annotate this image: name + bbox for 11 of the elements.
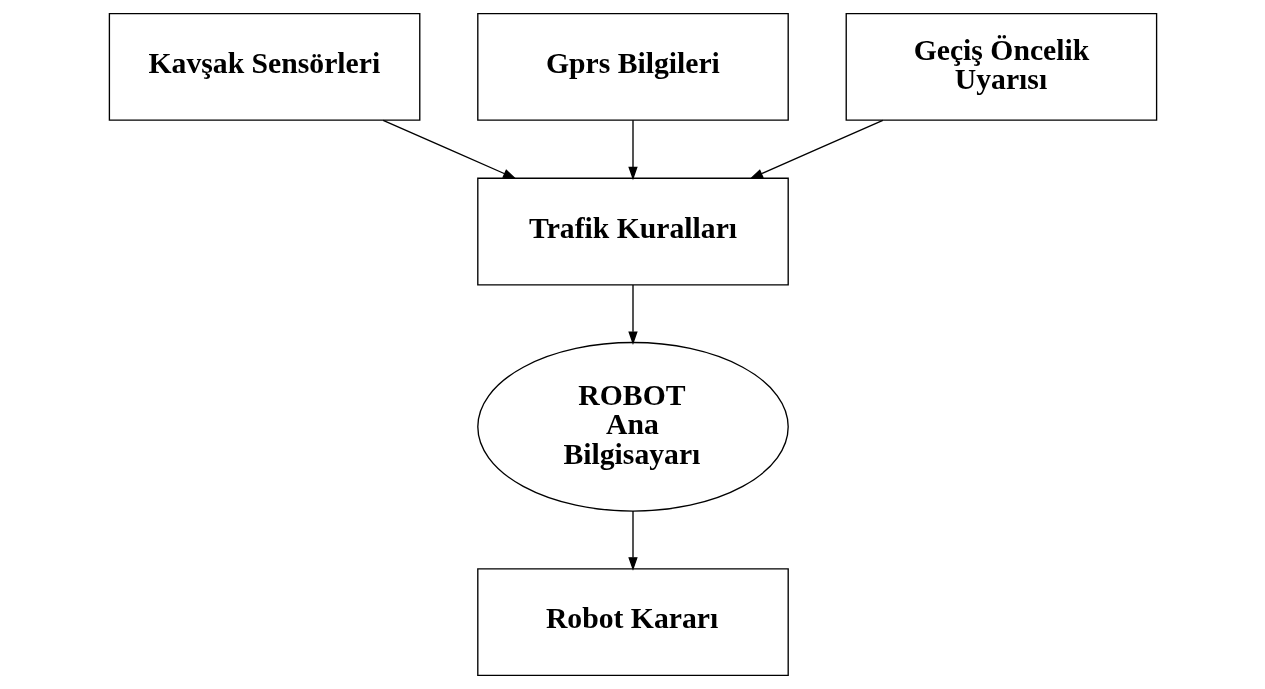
- node-box: Gprs Bilgileri: [476, 12, 789, 121]
- node-box: Geçiş Öncelik Uyarısı: [845, 12, 1157, 121]
- arrow: [627, 510, 638, 571]
- node-box: Robot Kararı: [476, 568, 789, 677]
- arrow: [627, 284, 638, 345]
- arrow: [749, 119, 883, 179]
- arrow: [627, 119, 638, 181]
- node-ellipse: ROBOT Ana Bilgisayarı: [476, 341, 789, 512]
- node-box: Trafik Kuralları: [476, 177, 789, 286]
- arrow: [382, 119, 516, 179]
- node-box: Kavşak Sensörleri: [108, 12, 420, 121]
